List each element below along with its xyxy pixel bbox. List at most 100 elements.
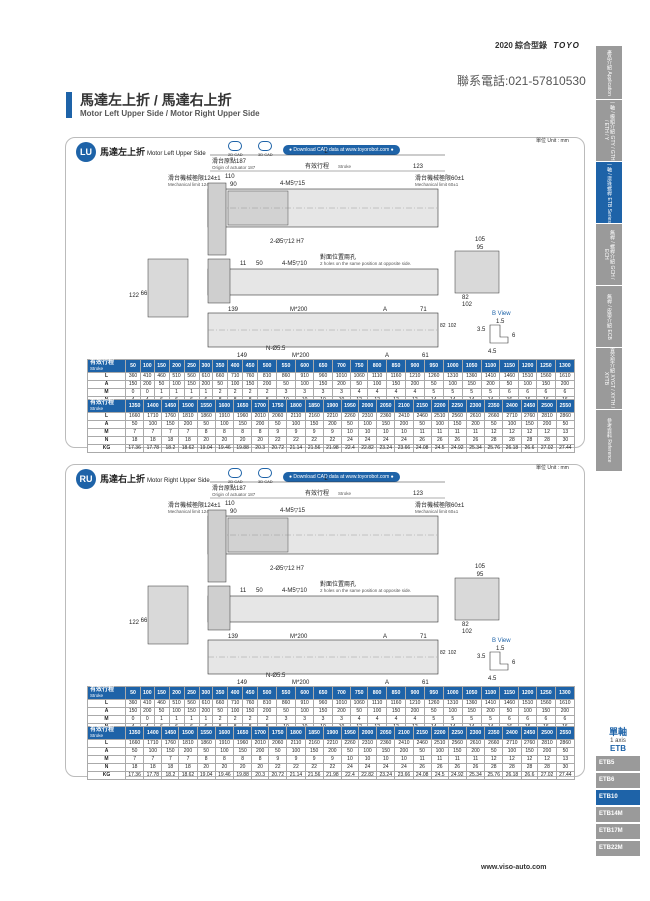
stroke-col: 650: [313, 686, 333, 700]
row-label: M: [87, 715, 126, 724]
cad-2d-button[interactable]: 2D CAD: [228, 141, 243, 157]
footer-url[interactable]: www.viso-auto.com: [481, 864, 547, 871]
stroke-col: 50: [124, 686, 142, 700]
spec-cell: 22: [286, 763, 306, 772]
spec-cell: 910: [294, 372, 315, 381]
spec-cell: 50: [276, 707, 296, 716]
row-label: KG: [87, 771, 126, 780]
stroke-col: 1150: [499, 686, 520, 700]
tab-etb14m[interactable]: ETB14M: [596, 807, 640, 822]
spec-cell: 1660: [124, 739, 145, 748]
stroke-col: 300: [198, 359, 214, 373]
spec-cell: 3: [331, 715, 352, 724]
download-cad-link[interactable]: ● Download CAD data at www.toyorobot.com…: [283, 145, 400, 155]
spec-cell: 150: [520, 747, 539, 756]
spec-cell: 24: [376, 436, 396, 445]
spec-cell: 150: [447, 420, 467, 429]
tab-etb22m[interactable]: ETB22M: [596, 841, 640, 856]
spec-cell: 2110: [286, 739, 306, 748]
spec-cell: 2060: [268, 412, 288, 421]
spec-cell: 410: [140, 699, 155, 708]
tab-etb10[interactable]: ETB10: [596, 790, 640, 805]
spec-cell: 10: [376, 755, 396, 764]
spec-cell: 1810: [178, 412, 198, 421]
spec-cell: 20: [251, 763, 270, 772]
spec-cell: 1410: [480, 372, 501, 381]
spec-cell: 2210: [322, 739, 343, 748]
sidebar-section-2[interactable]: 一軸 / 滾珠螺桿 ETB Series: [596, 162, 622, 224]
spec-cell: 5: [442, 388, 463, 397]
stroke-col: 2200: [430, 726, 449, 740]
sidebar-section-5[interactable]: 直交型介紹 XYGT / XYTH / XYTB: [596, 348, 622, 410]
spec-cell: 1960: [232, 739, 253, 748]
stroke-col: 1400: [143, 726, 163, 740]
cad-2d-button[interactable]: 2D CAD: [228, 468, 243, 484]
badge-ru: RU: [76, 469, 96, 489]
tab-etb6[interactable]: ETB6: [596, 773, 640, 788]
axis-nav: 單軸 1 axis ETB: [596, 725, 640, 753]
tab-etb5[interactable]: ETB5: [596, 756, 640, 771]
spec-cell: 150: [124, 380, 142, 389]
spec-cell: 100: [168, 707, 185, 716]
sidebar-section-0[interactable]: 產品介紹 Application: [596, 46, 622, 100]
download-cad-link[interactable]: ● Download CAD data at www.toyorobot.com…: [283, 472, 400, 482]
dim-4-5: 4.5: [488, 349, 497, 355]
spec-cell: 8: [196, 428, 216, 437]
dim-122: 122: [129, 293, 140, 299]
stroke-col: 2350: [484, 726, 504, 740]
spec-cell: 19.88: [232, 444, 253, 453]
dim-61: 61: [422, 353, 429, 359]
spec-cell: 3: [294, 715, 315, 724]
stroke-col: 1100: [480, 359, 501, 373]
spec-cell: 50: [153, 707, 170, 716]
stroke-col: 900: [404, 359, 425, 373]
spec-cell: 50: [212, 380, 229, 389]
spec-cell: 4: [386, 715, 406, 724]
dim-71: 71: [420, 307, 427, 313]
cad-3d-button[interactable]: 3D CAD: [258, 141, 273, 157]
spec-cell: 28: [502, 436, 522, 445]
spec-cell: 1260: [423, 699, 444, 708]
spec-cell: 100: [357, 420, 378, 429]
stroke-col: 2300: [465, 399, 486, 413]
spec-cell: 50: [350, 380, 369, 389]
stroke-col: 1000: [442, 359, 463, 373]
spec-cell: 20.72: [268, 771, 288, 780]
spec-cell: 26: [412, 436, 432, 445]
spec-cell: 360: [124, 372, 142, 381]
spec-cell: 100: [518, 380, 537, 389]
stroke-col: 1350: [124, 399, 145, 413]
sidebar-section-1[interactable]: 一軸 / 模組介紹 GTY / GTH / ETH / Y: [596, 100, 622, 162]
sidebar-section-4[interactable]: 無桿 / 皮帶介紹 ECB: [596, 286, 622, 348]
thread-4m5-10: 4-M5▽10: [282, 261, 308, 267]
spec-cell: 3: [276, 388, 296, 397]
spec-cell: 20: [232, 436, 253, 445]
spec-cell: 11: [412, 755, 432, 764]
spec-cell: 18: [124, 763, 145, 772]
spec-cell: 11: [430, 755, 449, 764]
spec-cell: 24: [341, 436, 359, 445]
b-view-label: B View: [492, 638, 511, 644]
spec-cell: 5: [423, 715, 444, 724]
spec-cell: 1660: [124, 412, 145, 421]
stroke-col: 1950: [341, 399, 359, 413]
spec-cell: 3: [313, 715, 333, 724]
stroke-col: 2350: [484, 399, 504, 413]
spec-cell: 22.82: [357, 444, 378, 453]
tab-etb17m[interactable]: ETB17M: [596, 824, 640, 839]
spec-cell: 3: [331, 388, 352, 397]
stroke-col: 500: [257, 359, 278, 373]
spec-cell: 2: [212, 715, 229, 724]
cad-3d-button[interactable]: 3D CAD: [258, 468, 273, 484]
spec-cell: 22: [304, 763, 324, 772]
stroke-col: 1050: [461, 359, 482, 373]
spec-cell: 2260: [341, 739, 359, 748]
stroke-col: 2100: [394, 726, 414, 740]
spec-cell: 7: [178, 428, 198, 437]
spec-cell: 11: [412, 428, 432, 437]
spec-cell: 150: [242, 380, 259, 389]
spec-cell: 610: [198, 699, 214, 708]
motor-side: [207, 258, 231, 304]
sidebar-section-3[interactable]: 無桿 / 螺桿介紹 GCH / ECH: [596, 224, 622, 286]
sidebar-section-6[interactable]: 參考資料 Reference: [596, 410, 622, 472]
